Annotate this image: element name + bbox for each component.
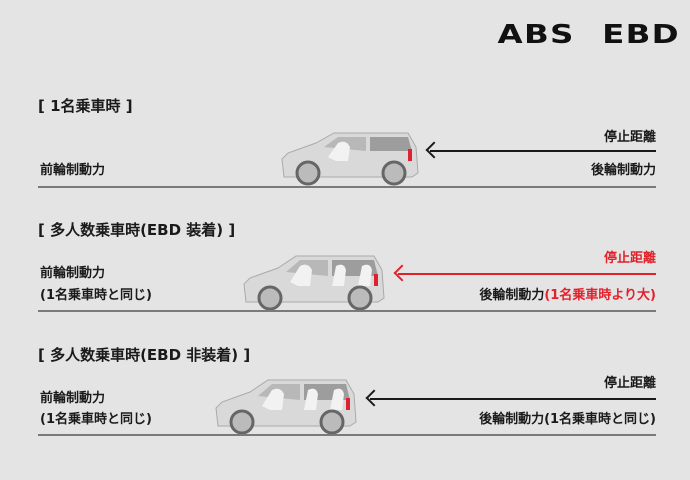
ground-line (38, 310, 656, 312)
stop-distance-label: 停止距離 (603, 130, 656, 145)
arrow-left-icon (365, 389, 383, 407)
abs-logo: ABS (497, 20, 575, 50)
front-brake-note: (1名乗車時と同じ) (40, 288, 152, 303)
stop-distance-arrow (425, 141, 656, 159)
section-title: [ 1名乗車時 ] (38, 97, 133, 115)
front-brake-label: 前輪制動力 (40, 266, 106, 281)
section-title: [ 多人数乗車時(EBD 非装着) ] (38, 346, 251, 364)
rear-brake-label: 後輪制動力(1名乗車時より大) (479, 288, 656, 303)
stop-distance-label: 停止距離 (603, 376, 656, 391)
arrow-left-icon (393, 264, 411, 282)
front-brake-label: 前輪制動力 (40, 391, 106, 406)
car-illustration (215, 379, 357, 435)
car-illustration (281, 132, 419, 186)
section-title: [ 多人数乗車時(EBD 装着) ] (38, 221, 236, 239)
arrow-left-icon (425, 141, 443, 159)
ground-line (38, 434, 656, 436)
stop-distance-arrow (393, 264, 656, 282)
stop-distance-arrow (365, 389, 656, 407)
rear-brake-note: (1名乗車時より大) (544, 288, 656, 303)
front-brake-label: 前輪制動力 (40, 163, 106, 178)
ground-line (38, 186, 656, 188)
ebd-logo: EBD (602, 20, 680, 50)
car-illustration (243, 255, 385, 311)
stop-distance-label: 停止距離 (603, 251, 656, 266)
rear-brake-label: 後輪制動力(1名乗車時と同じ) (479, 412, 656, 427)
rear-brake-label: 後輪制動力 (590, 163, 656, 178)
front-brake-note: (1名乗車時と同じ) (40, 412, 152, 427)
logo-group: ABS EBD (498, 20, 680, 50)
